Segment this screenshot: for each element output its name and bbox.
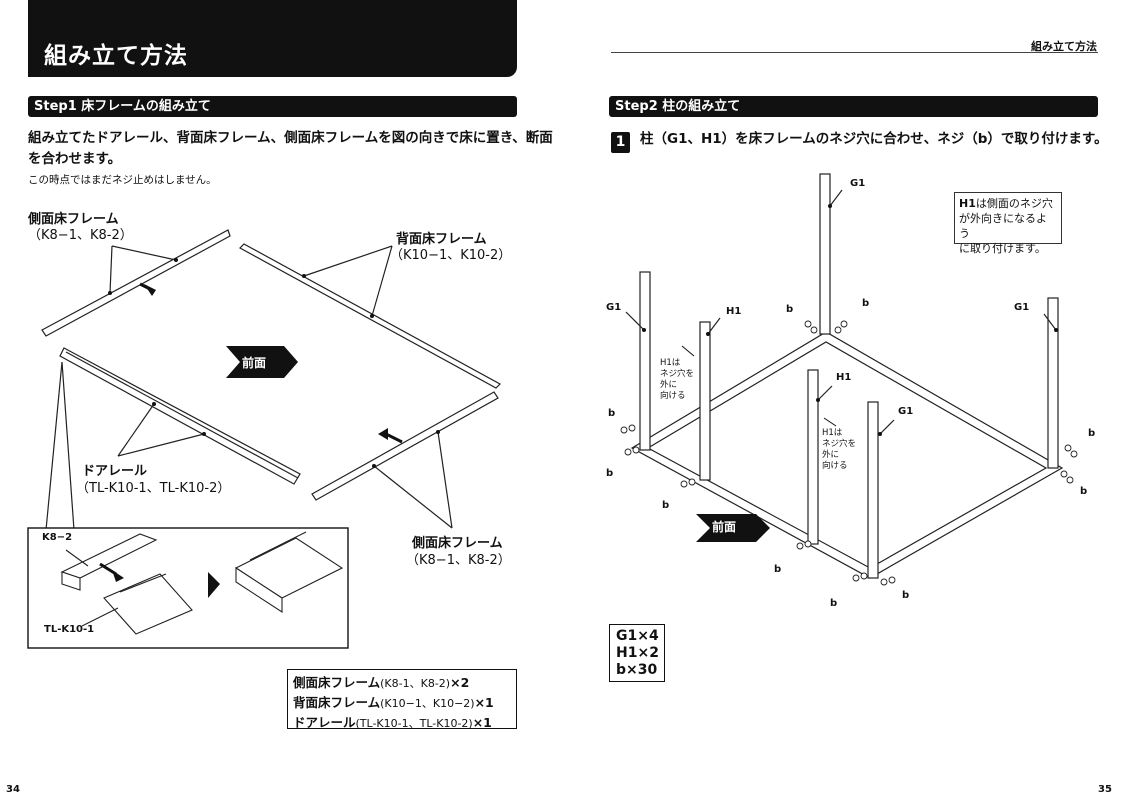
parts-list: 側面床フレーム(K8-1、K8-2)×2 背面床フレーム(K10−1、K10−2… (287, 669, 517, 730)
running-header: 組み立て方法 (1031, 40, 1097, 53)
label-g1-left: G1 (606, 302, 622, 313)
front-label: 前面 (242, 356, 267, 370)
parts-row: ドアレール(TL-K10-1、TL-K10-2)×1 (293, 715, 492, 730)
label-door-rail-sub: （TL-K10-1、TL-K10-2） (76, 481, 231, 496)
label-side-frame-b-sub: （K8−1、K8-2） (406, 553, 511, 568)
post-h1-center (807, 369, 819, 545)
label-back-frame-sub: （K10−1、K10-2） (390, 248, 512, 263)
label-screw: b (830, 598, 838, 609)
front-label-right: 前面 (712, 520, 737, 534)
side-frame-upper (41, 229, 231, 337)
post-g1-back (819, 173, 831, 335)
parts-row: 側面床フレーム(K8-1、K8-2)×2 (293, 675, 470, 690)
label-screw: b (608, 408, 616, 419)
post-h1-left (699, 321, 711, 481)
step-number-badge: 1 (611, 132, 630, 153)
post-g1-left (639, 271, 651, 451)
step2-heading: Step2 柱の組み立て (609, 96, 1098, 117)
label-screw: b (662, 500, 670, 511)
arrow-icon (378, 428, 388, 440)
parts-count-box: G1×4 H1×2 b×30 (609, 624, 665, 682)
label-screw: b (606, 468, 614, 479)
label-g1-front: G1 (898, 406, 914, 417)
label-screw: b (786, 304, 794, 315)
label-g1-right: G1 (1014, 302, 1030, 313)
step1-lead-line1: 組み立てたドアレール、背面床フレーム、側面床フレームを図の向きで床に置き、断面 (28, 130, 553, 146)
label-back-frame: 背面床フレーム (396, 232, 487, 247)
h1-note-left: H1は ネジ穴を 外に 向ける (660, 358, 695, 401)
step1-note: この時点ではまだネジ止めはしません。 (28, 174, 217, 186)
parts-row: 背面床フレーム(K10−1、K10−2)×1 (293, 695, 494, 710)
screw-icons (620, 320, 1078, 586)
post-g1-right (1047, 297, 1059, 469)
label-screw: b (902, 590, 910, 601)
label-side-frame-a-sub: （K8−1、K8-2） (28, 228, 133, 243)
label-screw: b (862, 298, 870, 309)
step1-lead-line2: を合わせます。 (28, 151, 122, 167)
label-side-frame-a: 側面床フレーム (28, 212, 119, 227)
h1-note-center: H1は ネジ穴を 外に 向ける (822, 428, 857, 471)
label-screw: b (1080, 486, 1088, 497)
side-frame-lower (311, 391, 499, 501)
label-g1-back: G1 (850, 178, 866, 189)
step1-heading: Step1 床フレームの組み立て (28, 96, 517, 117)
label-screw: b (1088, 428, 1096, 439)
arrow-icon (208, 572, 220, 598)
label-screw: b (774, 564, 782, 575)
front-arrow-badge-right (696, 514, 770, 542)
page-title: 組み立て方法 (44, 43, 188, 69)
label-h1-center: H1 (836, 372, 852, 383)
detail-label-k8: K8−2 (42, 532, 73, 543)
detail-label-tl: TL-K10-1 (44, 624, 95, 635)
step2-instruction: 柱（G1、H1）を床フレームのネジ穴に合わせ、ネジ（b）で取り付けます。 (640, 131, 1108, 147)
h1-orientation-callout: H1は側面のネジ穴 が外向きになるよう に取り付けます。 (954, 192, 1062, 255)
label-side-frame-b: 側面床フレーム (412, 536, 503, 551)
page-title-bar (28, 0, 517, 77)
page-number-right: 35 (1098, 784, 1112, 795)
label-door-rail: ドアレール (82, 464, 148, 479)
front-arrow-badge (226, 346, 298, 378)
post-g1-front (867, 401, 879, 579)
header-rule (611, 52, 1098, 53)
page-number-left: 34 (6, 784, 20, 795)
label-h1-left: H1 (726, 306, 742, 317)
